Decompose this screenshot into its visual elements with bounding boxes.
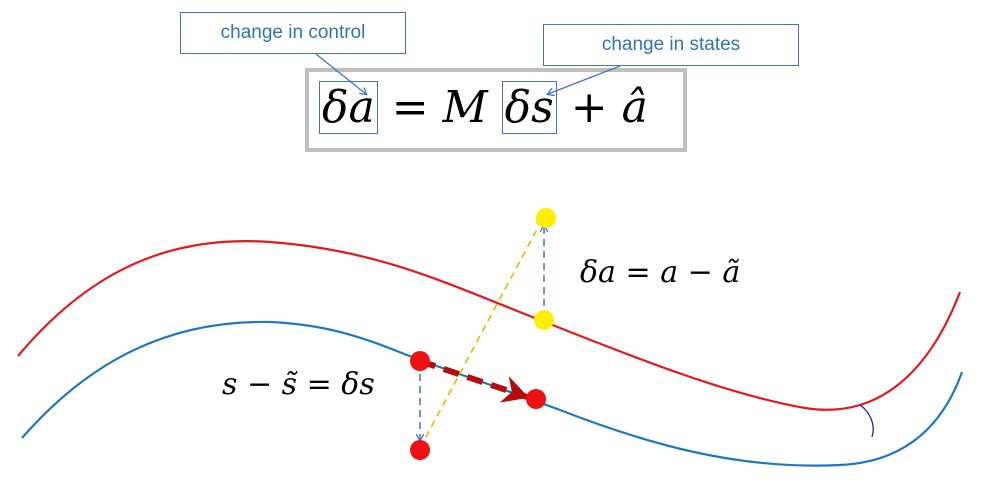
delta-s-symbol: δs — [341, 367, 375, 402]
a-tilde-symbol: ã — [722, 255, 741, 290]
a-symbol: a — [660, 255, 679, 290]
nominal-state-point — [410, 351, 430, 371]
delta-s-term: δs — [501, 81, 557, 134]
change-in-control-callout: change in control — [180, 12, 406, 54]
change-in-states-label: change in states — [601, 34, 741, 55]
delta-a-minus: − — [687, 255, 713, 290]
s-tilde-symbol: s̃ — [281, 367, 298, 402]
delta-a-symbol: δa — [580, 255, 616, 290]
delta-a-definition: δa = a − ã — [580, 255, 740, 290]
perturbed-control-point — [536, 208, 556, 228]
main-equation-frame: δa = M δs + â — [305, 68, 687, 152]
next-state-point — [526, 389, 546, 409]
main-equation: δa = M δs + â — [319, 81, 648, 134]
change-in-states-callout: change in states — [543, 24, 799, 66]
matrix-m: M — [442, 82, 488, 133]
s-symbol: s — [222, 367, 238, 402]
control-map-dashed-arrow — [419, 220, 542, 449]
state-trajectory-curve — [21, 320, 964, 467]
nominal-control-point — [534, 310, 554, 330]
states-callout-pointer — [548, 65, 621, 94]
equals-sign: = — [391, 82, 429, 133]
a-hat-term: â — [621, 82, 648, 133]
delta-s-minus: − — [246, 367, 273, 402]
delta-s-equals: = — [306, 367, 332, 402]
perturbed-state-point — [410, 440, 430, 460]
change-in-control-label: change in control — [220, 22, 366, 43]
delta-a-equals: = — [625, 255, 651, 290]
plus-sign: + — [570, 82, 608, 133]
curve-tick-mark — [859, 404, 874, 438]
delta-s-definition: s − s̃ = δs — [222, 367, 375, 402]
state-transition-arrow — [419, 358, 529, 403]
control-callout-pointer — [315, 53, 366, 94]
